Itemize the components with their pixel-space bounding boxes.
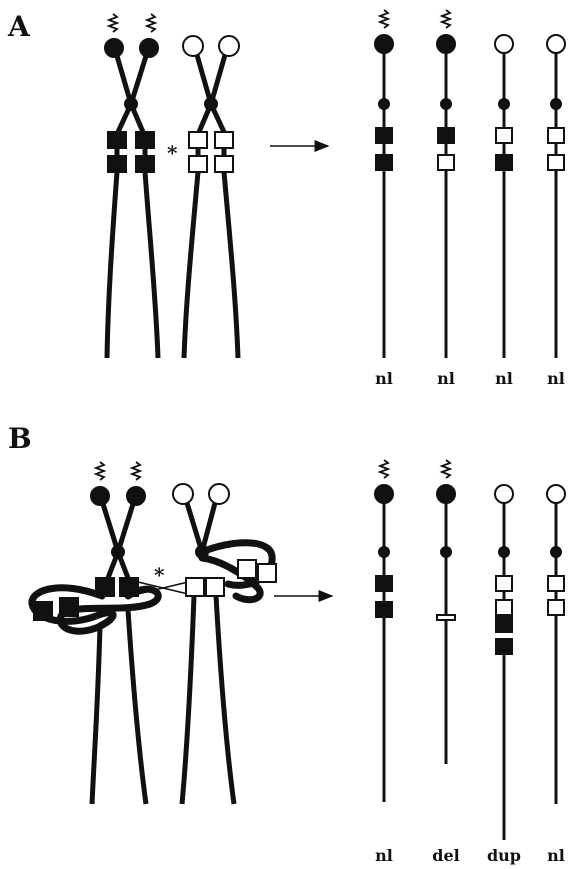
panel-b-dark-chromatid-pair bbox=[28, 461, 162, 805]
crossover-asterisk: * bbox=[167, 141, 178, 165]
gene-block-dark bbox=[135, 155, 155, 173]
crossover-asterisk: * bbox=[154, 563, 165, 587]
gene-block-dark bbox=[107, 131, 127, 149]
gene-block-dark bbox=[135, 131, 155, 149]
gene-block-light bbox=[214, 155, 234, 173]
gene-block-light bbox=[188, 155, 208, 173]
product-label: nl bbox=[375, 846, 393, 865]
gene-block-light bbox=[214, 131, 234, 149]
panel-a-light-chromatid-pair bbox=[181, 35, 241, 359]
telomere-knob bbox=[104, 38, 124, 58]
product-label: nl bbox=[375, 369, 393, 388]
telomere-knob bbox=[218, 35, 240, 57]
product-label: nl bbox=[495, 369, 513, 388]
product-label: del bbox=[432, 846, 459, 865]
product-label: nl bbox=[437, 369, 455, 388]
panel-b-light-chromatid-pair bbox=[172, 483, 277, 805]
gene-block-light bbox=[188, 131, 208, 149]
panel-b-products bbox=[374, 459, 566, 840]
panel-a-dark-chromatid-pair bbox=[104, 13, 161, 359]
product-label: dup bbox=[487, 846, 521, 865]
panel-a-label: A bbox=[7, 10, 31, 43]
panel-b: B * bbox=[8, 422, 566, 865]
panel-a-products bbox=[374, 9, 566, 358]
telomere-knob bbox=[182, 35, 204, 57]
product-label: nl bbox=[547, 846, 565, 865]
product-label: nl bbox=[547, 369, 565, 388]
panel-b-label: B bbox=[8, 422, 32, 455]
panel-a: A * bbox=[7, 9, 566, 388]
telomere-knob bbox=[139, 38, 159, 58]
gene-block-dark bbox=[107, 155, 127, 173]
